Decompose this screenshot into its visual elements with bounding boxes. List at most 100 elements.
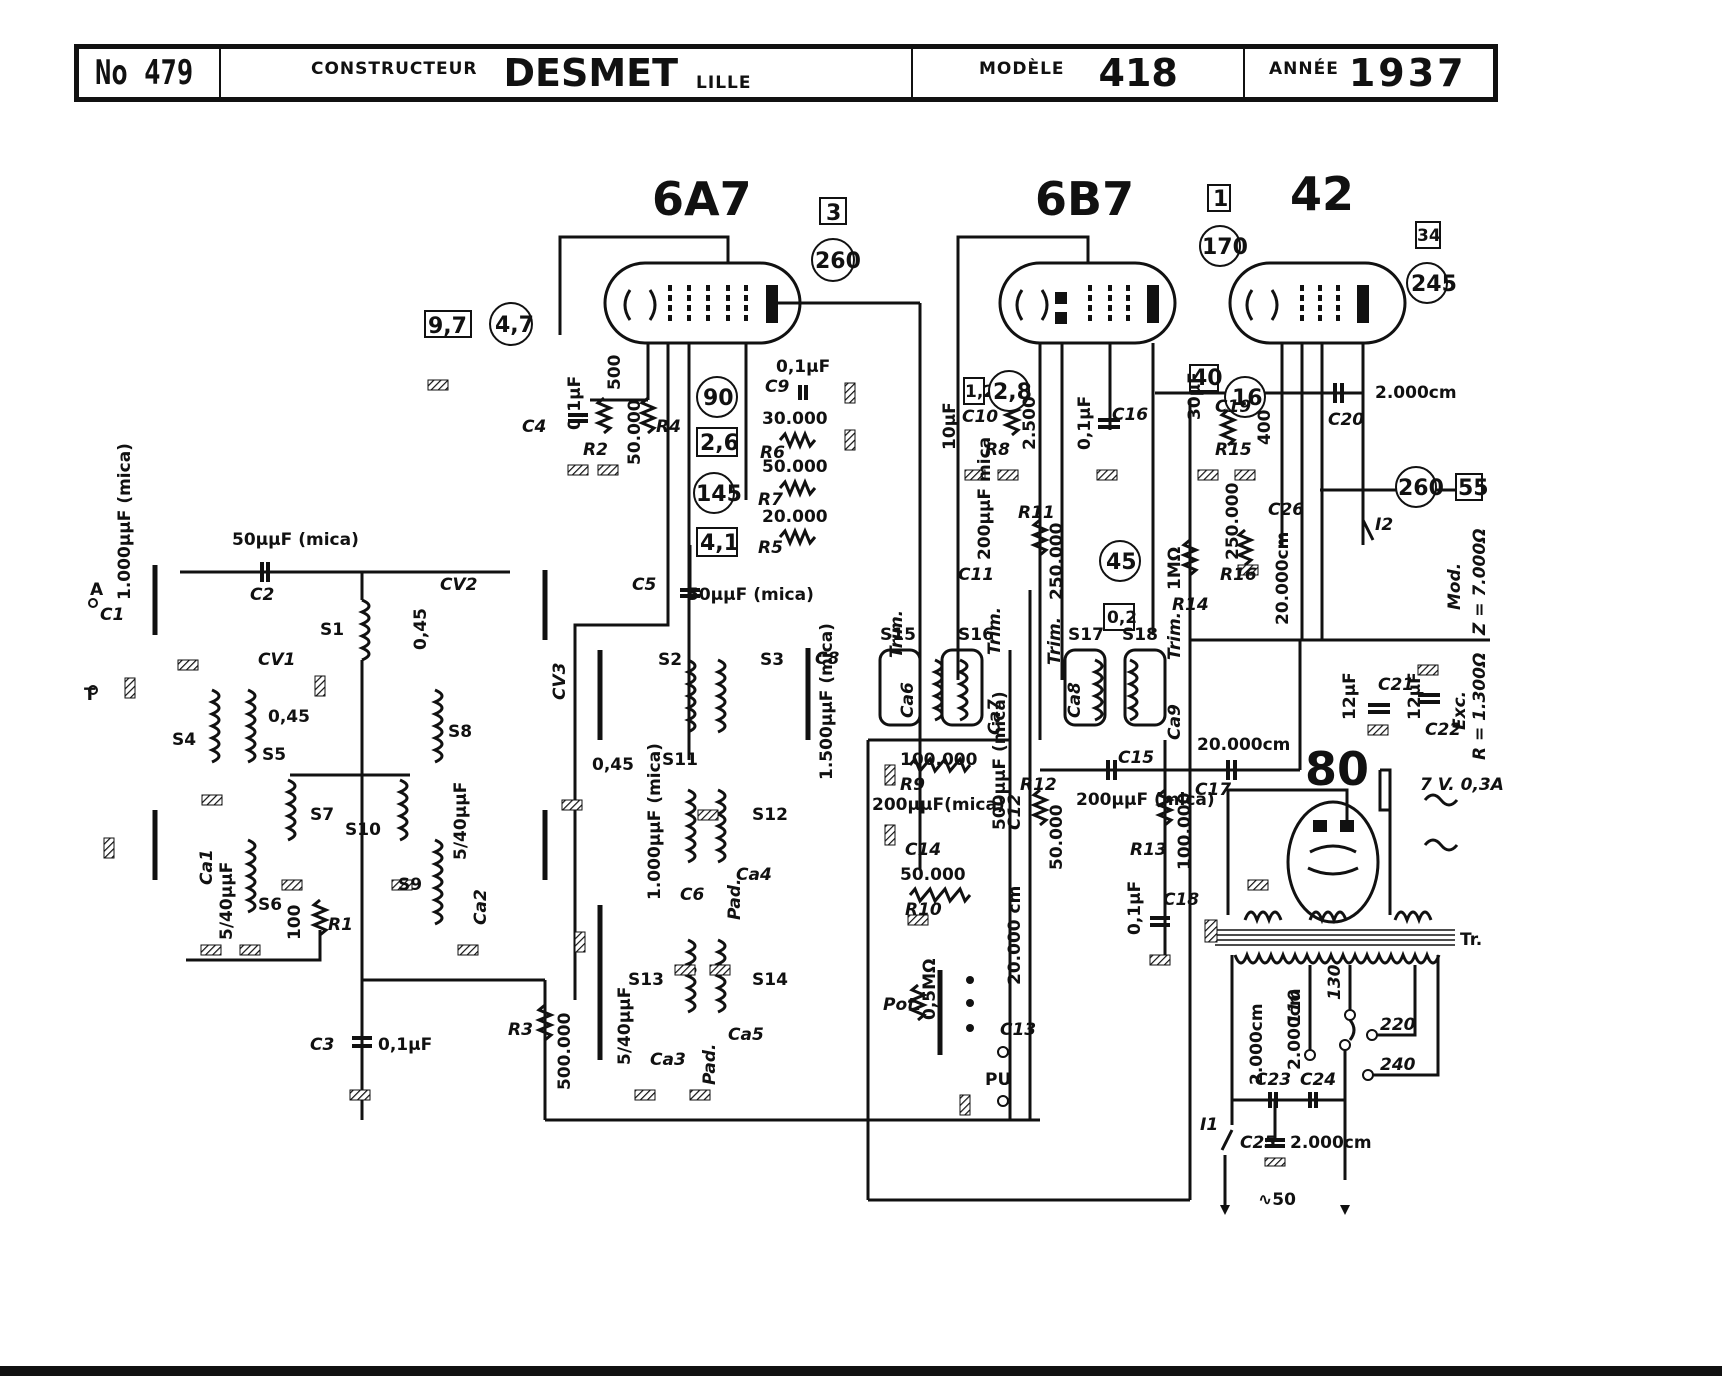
pickup-switch-contact[interactable] [966,999,974,1007]
r9-value: 100.000 [900,750,978,770]
pickup-switch-contact[interactable] [966,976,974,984]
fuse-terminal[interactable] [1339,1039,1351,1051]
c11-label: C11 [958,565,994,585]
ca3-value: 5/40µµF [615,987,635,1065]
r16-value: 250.000 [1223,482,1243,560]
pickup-switch-contact[interactable] [966,1024,974,1032]
cv1-value: 0,45 [268,707,310,727]
divider [1243,49,1245,97]
cv1-label: CV1 [258,650,295,670]
ground-icon [597,464,619,476]
switch-i1[interactable] [1220,1129,1234,1151]
antenna-terminal[interactable] [88,598,98,608]
ground-icon [634,1089,656,1101]
page-border [0,1366,1722,1376]
ca2-value: 5/40µµF [451,782,471,860]
ca5-label: Ca5 [728,1025,764,1045]
pickup-label: PU [985,1070,1011,1090]
title-block: No 479 CONSTRUCTEUR DESMET LILLE MODÈLE … [74,44,1498,102]
r5-value: 20.000 [762,507,828,527]
ground-icon [1096,469,1118,481]
r10-value: 50.000 [900,865,966,885]
tap-130-terminal[interactable] [1344,1009,1356,1021]
tube-label-6b7: 6B7 [1035,172,1134,226]
c21-value: 12µF [1340,672,1360,720]
c26-label: C26 [1268,500,1304,520]
r1-label: R1 [328,915,353,935]
c14-value: 200µµF(mica) [872,795,1005,815]
marker-2-6: 2,6 [700,431,739,456]
ca4-label: Ca4 [736,865,772,885]
coil-s10-label: S10 [345,820,381,840]
c17-label: C17 [1195,780,1231,800]
c8-label: C8 [815,649,839,669]
ca3-label: Ca3 [650,1050,686,1070]
r14-label: R14 [1172,595,1209,615]
c5-value: 50µµF (mica) [687,585,814,605]
tap-220-terminal[interactable] [1366,1029,1378,1041]
constructor-cell: CONSTRUCTEUR DESMET LILLE [311,49,751,97]
pickup-terminal[interactable] [997,1046,1009,1058]
voltage-markers: 3 260 9,7 4,7 90 2,6 145 4,1 1 170 1,2 2… [424,184,1489,631]
c16-label: C16 [1112,405,1148,425]
if-transformers [866,400,1302,1202]
divider [219,49,221,97]
ground-icon [201,794,223,806]
coil-s3-label: S3 [760,650,784,670]
year-cell: ANNÉE 1937 [1269,49,1467,97]
c15-label: C15 [1118,748,1154,768]
c12-value-mica: 500µµF (mica) [990,691,1010,830]
r14-value: 1MΩ [1165,547,1185,590]
c18-label: C18 [1163,890,1199,910]
marker-0-2: 0,2 [1107,608,1137,628]
marker-9-7: 9,7 [428,314,467,339]
switch-i1-label: I1 [1200,1115,1218,1135]
c20-value: 2.000cm [1375,383,1457,403]
pickup-terminal[interactable] [997,1095,1009,1107]
year-value: 1937 [1348,51,1467,95]
coil-s9-label: S9 [398,875,422,895]
pot-value: 0,5MΩ [920,959,940,1020]
r10-label: R10 [905,900,942,920]
marker-1: 1 [1213,187,1228,212]
coil-s7-label: S7 [310,805,334,825]
tap-110-label: 110 [1285,989,1305,1025]
coil-s13-label: S13 [628,970,664,990]
earth-terminal[interactable] [88,685,98,695]
ground-icon [1367,724,1389,736]
r13-value: 100.000 [1175,792,1195,870]
switch-i2[interactable] [1361,519,1375,541]
ground-icon [884,764,896,786]
r3-label: R3 [508,1020,533,1040]
mains-input: C23 C24 2.000cm 2.000cm C25 2.000cm I1 ∿… [1200,988,1372,1215]
tube-label-6a7: 6A7 [652,172,752,226]
ca5-pad-label: Pad. [700,1044,720,1085]
trim-label: Trim. [1165,612,1185,660]
marker-245: 245 [1411,272,1457,297]
c3-label: C3 [310,1035,334,1055]
c20-label: C20 [1328,410,1364,430]
marker-145: 145 [696,482,742,507]
speaker-impedance-label: Z = 7.000Ω [1470,528,1490,636]
tap-110-terminal[interactable] [1304,1049,1316,1061]
r8-value: 2.500 [1020,396,1040,450]
r13-label: R13 [1130,840,1167,860]
ground-icon [1234,469,1256,481]
constructor-name: DESMET [503,51,679,95]
ground-icon [709,964,731,976]
tap-130-label: 130 [1325,964,1345,1000]
ground-icon [844,429,856,451]
c2-value: 50µµF (mica) [232,530,359,550]
c9-label: C9 [765,377,789,397]
transformer-label: Tr. [1460,930,1482,950]
mains-50hz-label: ∿50 [1258,1190,1296,1210]
coil-s12-label: S12 [752,805,788,825]
marker-45: 45 [1106,550,1137,575]
r1-value: 100 [285,904,305,940]
tube-label-42: 42 [1290,167,1354,221]
c1-label: C1 [100,605,124,625]
c8-value: 1.500µµF (mica) [817,623,837,780]
tap-240-terminal[interactable] [1362,1069,1374,1081]
ca7-label: Ca7 [985,699,1005,735]
